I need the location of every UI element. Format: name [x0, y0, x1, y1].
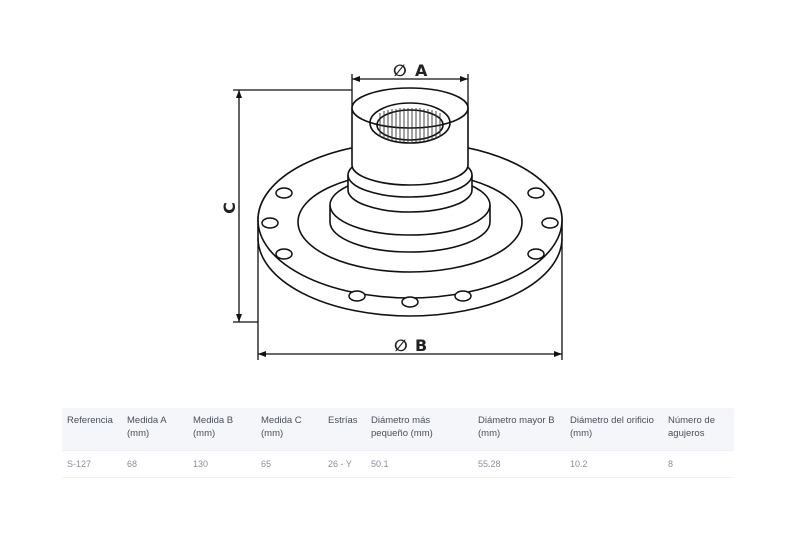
- cell-medida-b: 130: [188, 450, 256, 478]
- header-estrias: Estrías: [323, 408, 366, 451]
- header-referencia: Referencia: [62, 408, 122, 451]
- dimension-label-b: B: [415, 336, 427, 355]
- header-diametro-orificio: Diámetro del orificio (mm): [565, 408, 663, 451]
- header-diametro-mayor: Diámetro mayor B (mm): [473, 408, 565, 451]
- cell-medida-c: 65: [256, 450, 323, 478]
- spline-teeth: [379, 108, 441, 142]
- diameter-symbol-a: ∅: [393, 61, 407, 80]
- cell-numero-agujeros: 8: [663, 450, 734, 478]
- bolt-holes: [261, 187, 559, 308]
- header-diametro-menor: Diámetro más pequeño (mm): [366, 408, 473, 451]
- dimension-label-a: A: [415, 61, 428, 80]
- cell-estrias: 26 - Y: [323, 450, 366, 478]
- cell-diametro-orificio: 10.2: [565, 450, 663, 478]
- flange-technical-drawing: ∅ A ∅ B C: [220, 61, 563, 360]
- cell-diametro-mayor: 55.28: [473, 450, 565, 478]
- diameter-symbol-b: ∅: [394, 336, 408, 355]
- header-numero-agujeros: Número de agujeros: [663, 408, 734, 451]
- header-medida-b: Medida B (mm): [188, 408, 256, 451]
- cell-medida-a: 68: [122, 450, 188, 478]
- header-medida-a: Medida A (mm): [122, 408, 188, 451]
- splined-bore: [369, 102, 451, 144]
- cell-referencia: S-127: [62, 450, 122, 478]
- cell-diametro-menor: 50.1: [366, 450, 473, 478]
- table-header-row: Referencia Medida A (mm) Medida B (mm) M…: [62, 408, 734, 451]
- dimension-label-c: C: [220, 202, 239, 214]
- header-medida-c: Medida C (mm): [256, 408, 323, 451]
- table-row: S-127 68 130 65 26 - Y 50.1 55.28 10.2 8: [62, 450, 734, 478]
- specifications-table: Referencia Medida A (mm) Medida B (mm) M…: [62, 408, 734, 478]
